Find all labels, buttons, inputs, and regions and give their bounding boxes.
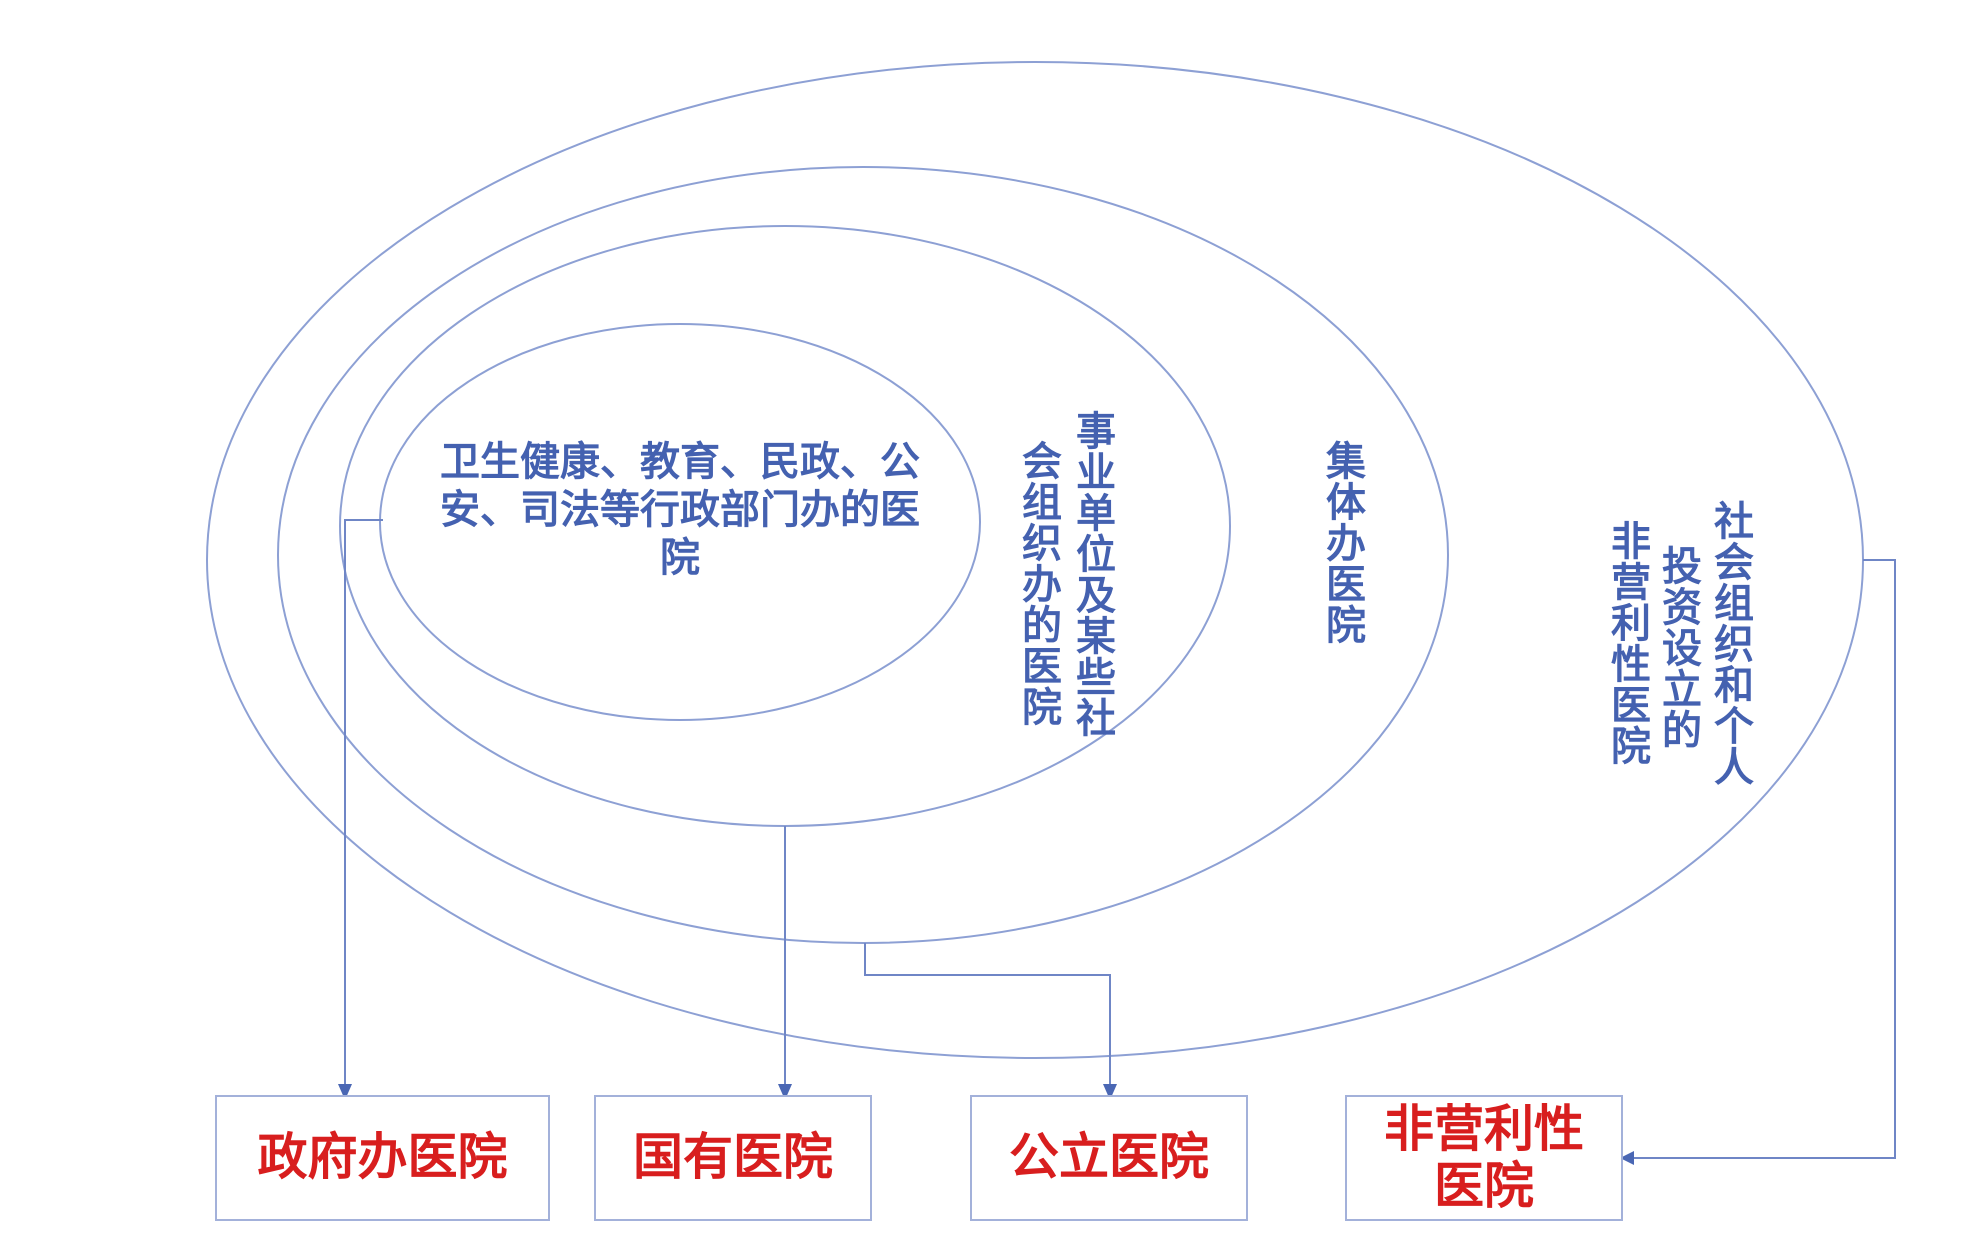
non-profit-hospital-box: 非营利性医院 xyxy=(1345,1095,1623,1221)
connector-non-profit xyxy=(1632,559,1896,1159)
ring-two-label-col2: 会组织办的医院 xyxy=(1015,440,1061,727)
arrow-public xyxy=(1103,1084,1117,1100)
ring-two-label-col1: 事业单位及某些社 xyxy=(1069,410,1115,738)
public-hospital-box: 公立医院 xyxy=(970,1095,1248,1221)
arrow-non-profit xyxy=(1620,1151,1634,1165)
inner-ellipse xyxy=(379,323,981,721)
arrow-state-owned xyxy=(778,1084,792,1100)
ring-four-label-col2: 投资设立的 xyxy=(1655,545,1701,750)
inner-ring-label: 卫生健康、教育、民政、公安、司法等行政部门办的医院 xyxy=(440,439,920,581)
connector-public xyxy=(864,943,1111,1090)
ring-three-label: 集体办医院 xyxy=(1319,440,1365,645)
arrow-government xyxy=(338,1084,352,1100)
government-hospital-box: 政府办医院 xyxy=(215,1095,550,1221)
ring-four-label-col1: 社会组织和个人 xyxy=(1707,500,1753,787)
third-ellipse xyxy=(277,166,1449,944)
ring-four-label-col3: 非营利性医院 xyxy=(1604,520,1650,766)
connector-government xyxy=(344,519,383,1090)
state-owned-hospital-box: 国有医院 xyxy=(594,1095,872,1221)
